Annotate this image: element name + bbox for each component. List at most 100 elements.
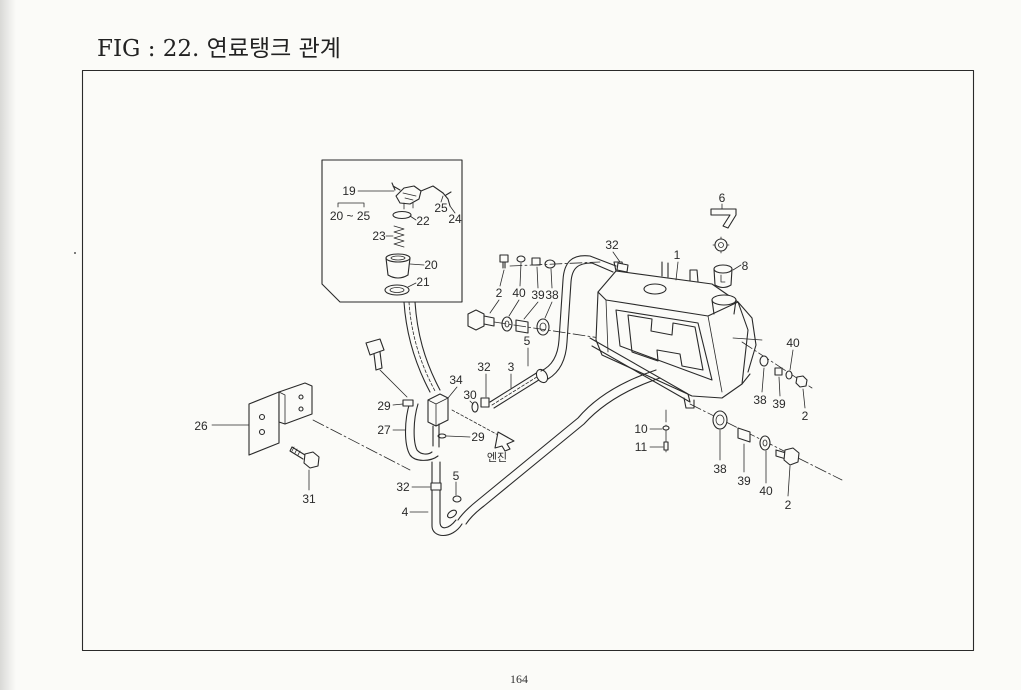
washer-hole bbox=[762, 439, 768, 447]
callout-22: 22 bbox=[416, 214, 430, 228]
part-2-bolt-head bbox=[467, 309, 485, 331]
part-2-bolt bbox=[795, 375, 808, 388]
callout-19: 19 bbox=[342, 184, 356, 198]
fuel-feed-hose bbox=[457, 369, 661, 525]
cup-inner bbox=[390, 255, 406, 261]
callout-5: 5 bbox=[524, 334, 531, 348]
callout-20: 20 bbox=[424, 258, 438, 272]
callout-1: 1 bbox=[674, 248, 681, 262]
hose-edge bbox=[403, 301, 431, 393]
hose-inner bbox=[413, 403, 433, 455]
part-5-clamp bbox=[452, 495, 462, 503]
filler-neck-wall bbox=[711, 299, 737, 315]
leader-line bbox=[523, 301, 539, 320]
tube-edge bbox=[439, 461, 457, 529]
hose-edge bbox=[489, 371, 543, 409]
fuel-cock-lever bbox=[391, 182, 401, 191]
tank-outlet-fitting-set bbox=[467, 309, 601, 339]
leader-line bbox=[802, 388, 806, 409]
part-6-gauge-unit bbox=[712, 236, 730, 254]
part-39-small-spacer bbox=[531, 257, 541, 266]
part-34-fuel-filter bbox=[427, 393, 449, 427]
bracket-edge bbox=[278, 391, 286, 425]
tank-mount-tab bbox=[661, 261, 669, 278]
part-4-clamp bbox=[447, 509, 457, 519]
filter-edge bbox=[427, 397, 449, 427]
page-number: 164 bbox=[510, 672, 528, 686]
part-11-collar bbox=[663, 441, 669, 451]
callout-39: 39 bbox=[737, 474, 751, 488]
part-31-bolt bbox=[289, 446, 320, 469]
part-2-bolt-shaft bbox=[483, 315, 495, 327]
leader-line bbox=[732, 264, 742, 271]
bracket-plate bbox=[248, 391, 280, 456]
filter-drop-tube bbox=[431, 461, 463, 537]
part-19-fuel-cock bbox=[391, 182, 444, 210]
part-27-u-hose bbox=[404, 401, 439, 461]
part-40-washer bbox=[785, 370, 793, 380]
callout-39: 39 bbox=[531, 288, 545, 302]
valve-line bbox=[379, 369, 408, 398]
callout-38: 38 bbox=[713, 462, 727, 476]
part-22-ring bbox=[392, 210, 412, 220]
callout-40: 40 bbox=[786, 336, 800, 350]
callout-20-25: 20 ~ 25 bbox=[330, 209, 371, 223]
leader-line bbox=[446, 435, 471, 438]
tank-side-strap bbox=[737, 301, 757, 385]
callout-29: 29 bbox=[377, 399, 391, 413]
leader-line bbox=[789, 349, 794, 371]
part-8-filler-cap bbox=[713, 264, 733, 289]
callout-23: 23 bbox=[372, 229, 386, 243]
callout-40: 40 bbox=[512, 286, 526, 300]
fuel-cock-body bbox=[395, 185, 422, 205]
callout-38: 38 bbox=[545, 288, 559, 302]
leader-line bbox=[536, 266, 539, 289]
part-30-fitting bbox=[471, 401, 479, 413]
part-32-clip bbox=[480, 397, 490, 408]
bracket-hole bbox=[258, 413, 266, 421]
callout-34: 34 bbox=[449, 373, 463, 387]
part-26-mounting-bracket bbox=[248, 382, 313, 456]
bracket-flange bbox=[278, 382, 313, 425]
pipe-edge bbox=[540, 255, 617, 372]
braided-fuel-hose bbox=[403, 301, 441, 393]
cup-body bbox=[385, 257, 411, 279]
leader-line bbox=[787, 465, 791, 497]
engine-direction-line bbox=[451, 409, 501, 437]
center-line bbox=[509, 261, 601, 267]
callout-32: 32 bbox=[605, 238, 619, 252]
bracket-hole bbox=[298, 406, 304, 412]
top-fitting-set bbox=[499, 254, 601, 269]
scan-edge bbox=[0, 0, 16, 690]
part-2-small-bolt bbox=[499, 254, 509, 269]
part-38-ring bbox=[759, 355, 769, 367]
tank-top-edge bbox=[597, 291, 739, 317]
callout-2: 2 bbox=[785, 498, 792, 512]
part-29-clip bbox=[437, 433, 447, 439]
filter-outlet-tube bbox=[432, 423, 440, 448]
part-10-pin bbox=[662, 425, 670, 431]
callout-10: 10 bbox=[634, 422, 648, 436]
callout-8: 8 bbox=[742, 259, 749, 273]
tank-mount-tab bbox=[689, 269, 699, 283]
filler-neck bbox=[711, 294, 737, 315]
callout-40: 40 bbox=[759, 484, 773, 498]
vent-valve bbox=[365, 338, 408, 398]
hose-hatch bbox=[491, 374, 541, 406]
part-32-clip bbox=[430, 482, 442, 491]
bracket-hole bbox=[298, 394, 304, 400]
figure-title: FIG : 22. 연료탱크 관계 bbox=[97, 36, 341, 62]
tank-front-edges bbox=[605, 299, 723, 393]
hose-outer bbox=[404, 401, 439, 461]
leader-line bbox=[409, 263, 425, 266]
callout-31: 31 bbox=[302, 492, 316, 506]
fuel-cock-outlet bbox=[420, 185, 444, 194]
nut-hole bbox=[539, 322, 547, 332]
part-20-cup bbox=[385, 253, 411, 279]
part-1-fuel-tank bbox=[589, 261, 757, 409]
leader-line bbox=[440, 195, 444, 203]
ring-hole bbox=[715, 414, 725, 426]
leader-line bbox=[612, 251, 621, 263]
leader-line bbox=[469, 400, 474, 405]
